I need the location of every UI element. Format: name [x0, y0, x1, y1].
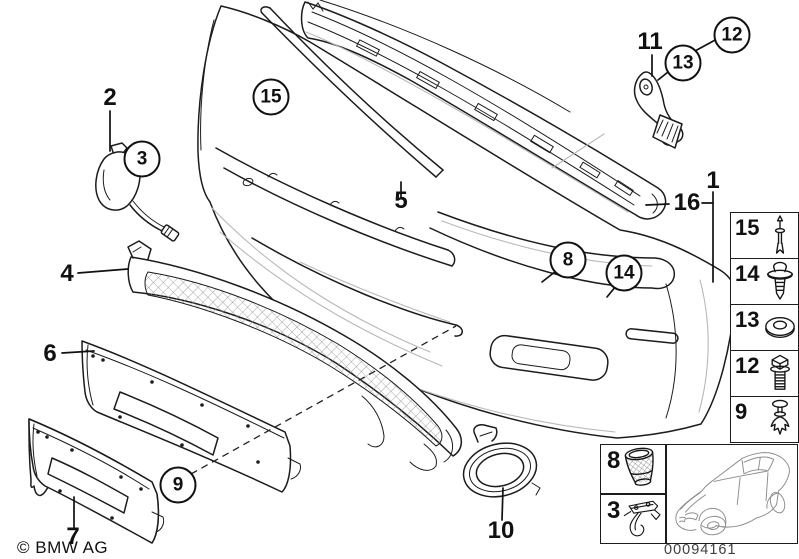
- hardware-legend: 15 14: [730, 212, 799, 443]
- callout-7[interactable]: 7: [66, 523, 80, 550]
- inset-label-8: 8: [607, 447, 621, 474]
- support-bracket-icon: [618, 498, 664, 541]
- callout-11[interactable]: 11: [637, 28, 663, 55]
- callout-13[interactable]: 13: [664, 44, 702, 82]
- callout-2[interactable]: 2: [103, 84, 117, 111]
- rubber-buffer-icon: [619, 446, 663, 491]
- mesh-grille: [127, 256, 462, 471]
- car-silhouette-icon: [667, 445, 797, 540]
- callout-6[interactable]: 6: [43, 340, 57, 367]
- bumper-carrier: [300, 0, 667, 220]
- plate-6-holes: [91, 354, 260, 464]
- inset-box-vehicle: [665, 444, 798, 544]
- expansion-rivet-flanged-icon: [763, 260, 797, 303]
- legend-row-14[interactable]: 14: [731, 259, 798, 305]
- callout-5[interactable]: 5: [394, 187, 408, 214]
- callout-4[interactable]: 4: [60, 260, 74, 287]
- legend-row-15[interactable]: 15: [731, 213, 798, 259]
- inset-box-bracket[interactable]: 3: [600, 493, 666, 544]
- fog-lamp-ring: [462, 424, 541, 498]
- washer-grommet-icon: [763, 306, 797, 349]
- trim-strip: [260, 6, 444, 178]
- car-silhouette: [674, 452, 790, 536]
- side-bracket: [633, 71, 684, 149]
- legend-row-12[interactable]: 12: [731, 351, 798, 397]
- inset-label-3: 3: [607, 496, 621, 524]
- callout-15[interactable]: 15: [252, 78, 290, 116]
- corner-bracket: [127, 240, 152, 260]
- legend-label-9: 9: [735, 399, 748, 424]
- expansion-rivet-icon: [763, 214, 797, 257]
- carrier-slots: [355, 39, 634, 197]
- expansion-clip-icon: [763, 398, 797, 441]
- callout-16[interactable]: 16: [673, 189, 701, 216]
- license-plate-base-6: [81, 340, 301, 493]
- leader-lines: [61, 38, 718, 529]
- callout-14[interactable]: 14: [605, 254, 643, 292]
- legend-row-13[interactable]: 13: [731, 305, 798, 351]
- callout-10[interactable]: 10: [487, 517, 515, 544]
- callout-12[interactable]: 12: [713, 16, 751, 54]
- callout-1[interactable]: 1: [706, 167, 720, 194]
- callout-9[interactable]: 9: [159, 466, 197, 504]
- legend-label-13: 13: [735, 307, 760, 332]
- diagram-number: 00094161: [664, 542, 737, 558]
- legend-label-15: 15: [735, 215, 760, 240]
- legend-row-9[interactable]: 9: [731, 397, 798, 442]
- legend-label-14: 14: [735, 261, 760, 286]
- plate-7-holes: [36, 430, 143, 520]
- cable-connector: [160, 224, 180, 242]
- callout-3[interactable]: 3: [123, 140, 161, 178]
- license-plate-base-7: [28, 418, 165, 544]
- callout-8[interactable]: 8: [549, 241, 587, 279]
- legend-label-12: 12: [735, 353, 760, 378]
- inset-box-buffer[interactable]: 8: [600, 444, 666, 494]
- hex-bolt-icon: [763, 352, 797, 395]
- bmw-copyright: © BMW AG: [17, 538, 109, 557]
